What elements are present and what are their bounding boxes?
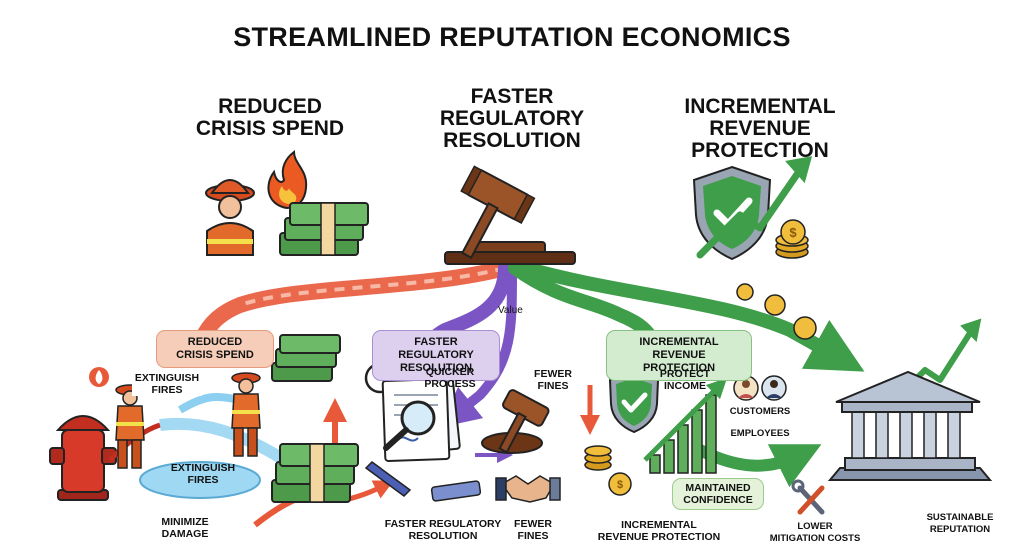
label-fewer-fines-top: FEWER FINES [534, 368, 572, 392]
coin-icon: $ [584, 445, 632, 496]
pill-revenue-protection: INCREMENTAL REVENUE PROTECTION [606, 330, 752, 381]
label-incremental-revenue-bottom: INCREMENTAL REVENUE PROTECTION [597, 519, 721, 543]
value-label: Value [498, 305, 523, 316]
svg-text:$: $ [617, 479, 623, 491]
pill-crisis-spend: REDUCED CRISIS SPEND [156, 330, 274, 368]
firefighter-icon [231, 372, 261, 457]
coin-icon: $ [775, 219, 809, 259]
label-minimize-damage: MINIMIZE DAMAGE [161, 516, 209, 540]
people-icon [733, 375, 787, 401]
heading-regulatory-resolution: FASTER REGULATORY RESOLUTION [439, 85, 585, 152]
wrench-icon [791, 479, 825, 515]
label-maintained-confidence: MAINTAINED CONFIDENCE [672, 478, 764, 510]
heading-crisis-spend: REDUCED CRISIS SPEND [195, 95, 345, 140]
fire-hydrant-icon [49, 415, 117, 501]
money-stack-icon [279, 202, 369, 256]
label-extinguish-fires-top: EXTINGUISH FIRES [132, 372, 202, 396]
fire-icon-glyph [95, 370, 103, 384]
svg-text:$: $ [789, 225, 797, 240]
label-faster-regulatory-bottom: FASTER REGULATORY RESOLUTION [384, 518, 502, 542]
flow-band-red [192, 260, 513, 353]
shield-check-icon [608, 370, 660, 434]
money-stack-icon [271, 334, 341, 382]
label-customers: CUSTOMERS [729, 406, 791, 417]
gavel-icon [481, 389, 550, 454]
bank-building-icon [827, 370, 993, 481]
heading-revenue-protection: INCREMENTAL REVENUE PROTECTION [684, 95, 836, 162]
coin-icon [736, 283, 817, 340]
label-sustainable-reputation: SUSTAINABLE REPUTATION [926, 512, 994, 535]
label-protect-income: PROTECT INCOME [659, 368, 711, 392]
firefighter-icon [115, 384, 145, 469]
bar-chart-icon [643, 377, 728, 474]
document-icon [430, 480, 482, 502]
label-employees: EMPLOYEES [730, 428, 790, 439]
money-stack-icon [271, 443, 359, 503]
magnifier-icon [383, 400, 436, 451]
handshake-icon [495, 475, 561, 503]
label-quicker-process: QUICKER PROCESS [424, 366, 476, 390]
label-lower-mitigation-costs: LOWER MITIGATION COSTS [769, 521, 861, 544]
pill-regulatory-resolution: FASTER REGULATORY RESOLUTION [372, 330, 500, 381]
growth-arrow-icon [696, 156, 813, 259]
label-fewer-fines-bottom: FEWER FINES [514, 518, 552, 542]
pen-icon [364, 461, 412, 497]
label-extinguish-fires-pool: EXTINGUISH FIRES [170, 462, 236, 486]
firefighter-icon [205, 179, 255, 256]
page-title: STREAMLINED REPUTATION ECONOMICS [233, 22, 791, 52]
gavel-icon [444, 165, 576, 265]
fire-icon [267, 150, 308, 210]
